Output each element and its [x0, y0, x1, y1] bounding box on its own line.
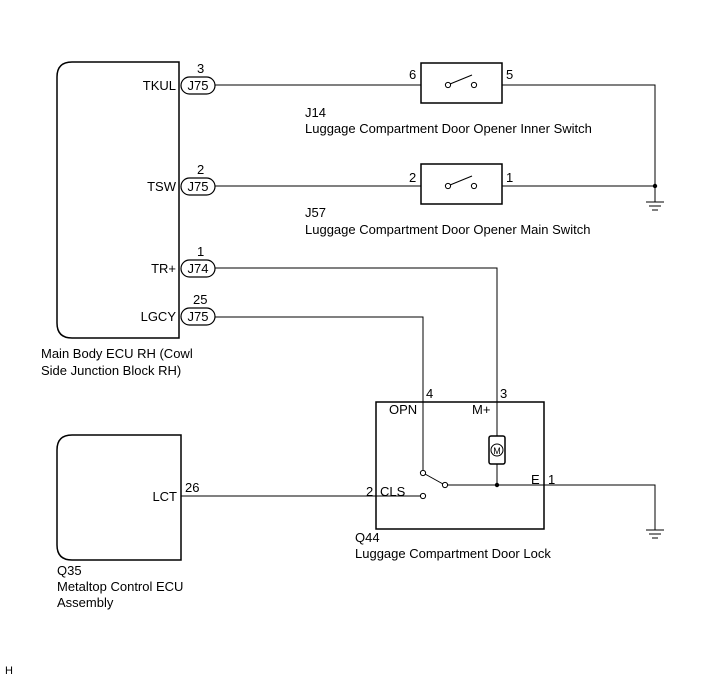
main-ecu-label-1: Main Body ECU RH (Cowl [41, 346, 193, 361]
wire-inner-switch-ground [502, 84, 656, 202]
door-lock-code: Q44 [355, 530, 380, 545]
inner-switch-pin-left: 6 [409, 67, 416, 82]
metaltop-ecu-label-2: Assembly [57, 595, 114, 610]
wire-lgcy [215, 316, 424, 402]
main-switch-pin-left: 2 [409, 170, 416, 185]
door-lock-label: Luggage Compartment Door Lock [355, 546, 551, 561]
pin-name-tsw: TSW [147, 179, 177, 194]
switch-icon [444, 175, 478, 190]
pin-name-tr-plus: TR+ [151, 261, 176, 276]
motor-symbol: M [493, 446, 501, 456]
junction-dot [652, 183, 658, 189]
pin-name-tkul: TKUL [143, 78, 176, 93]
main-switch-code: J57 [305, 205, 326, 220]
main-ecu-label-2: Side Junction Block RH) [41, 363, 181, 378]
switch-icon [419, 469, 449, 500]
switch-icon [444, 74, 478, 89]
main-switch-label: Luggage Compartment Door Opener Main Swi… [305, 222, 590, 237]
metaltop-ecu: LCT 26 Q35 Metaltop Control ECU Assembly [56, 434, 199, 610]
door-lock-pin-m-name: M+ [472, 402, 490, 417]
connector-label: J75 [188, 179, 209, 194]
inner-switch-pin-right: 5 [506, 67, 513, 82]
connector-label: J74 [188, 261, 209, 276]
metaltop-pin-num: 26 [185, 480, 199, 495]
door-lock-pin-opn-name: OPN [389, 402, 417, 417]
inner-switch-label: Luggage Compartment Door Opener Inner Sw… [305, 121, 592, 136]
pin-name-lgcy: LGCY [141, 309, 177, 324]
door-lock-pin-e-num: 1 [548, 472, 555, 487]
door-lock: OPN 4 M+ 3 2 CLS E 1 Q44 Luggage Compart… [355, 386, 555, 561]
door-lock-pin-cls-num: 2 [366, 484, 373, 499]
door-lock-pin-opn-num: 4 [426, 386, 433, 401]
door-lock-pin-m-num: 3 [500, 386, 507, 401]
metaltop-ecu-label-1: Metaltop Control ECU [57, 579, 183, 594]
pin-number: 3 [197, 61, 204, 76]
pin-number: 1 [197, 244, 204, 259]
motor-icon: M [488, 435, 506, 465]
main-switch-box [420, 163, 503, 205]
metaltop-pin-name: LCT [152, 489, 177, 504]
door-lock-pin-e-name: E [531, 472, 540, 487]
connector-label: J75 [188, 309, 209, 324]
inner-switch-code: J14 [305, 105, 326, 120]
wire-e-ground [497, 484, 656, 530]
connector-label: J75 [188, 78, 209, 93]
wire-tr-plus [215, 267, 498, 402]
door-lock-box [375, 401, 545, 530]
ground-icon [646, 201, 664, 211]
main-switch-pin-right: 1 [506, 170, 513, 185]
inner-switch: 6 5 J14 Luggage Compartment Door Opener … [305, 62, 592, 136]
inner-switch-box [420, 62, 503, 104]
metaltop-ecu-code: Q35 [57, 563, 82, 578]
corner-mark: H [5, 665, 13, 677]
pin-number: 25 [193, 292, 207, 307]
pin-number: 2 [197, 162, 204, 177]
main-switch: 2 1 J57 Luggage Compartment Door Opener … [305, 163, 590, 237]
door-lock-pin-cls-name: CLS [380, 484, 406, 499]
main-body-ecu: Main Body ECU RH (Cowl Side Junction Blo… [41, 61, 216, 378]
ground-icon [646, 529, 664, 539]
